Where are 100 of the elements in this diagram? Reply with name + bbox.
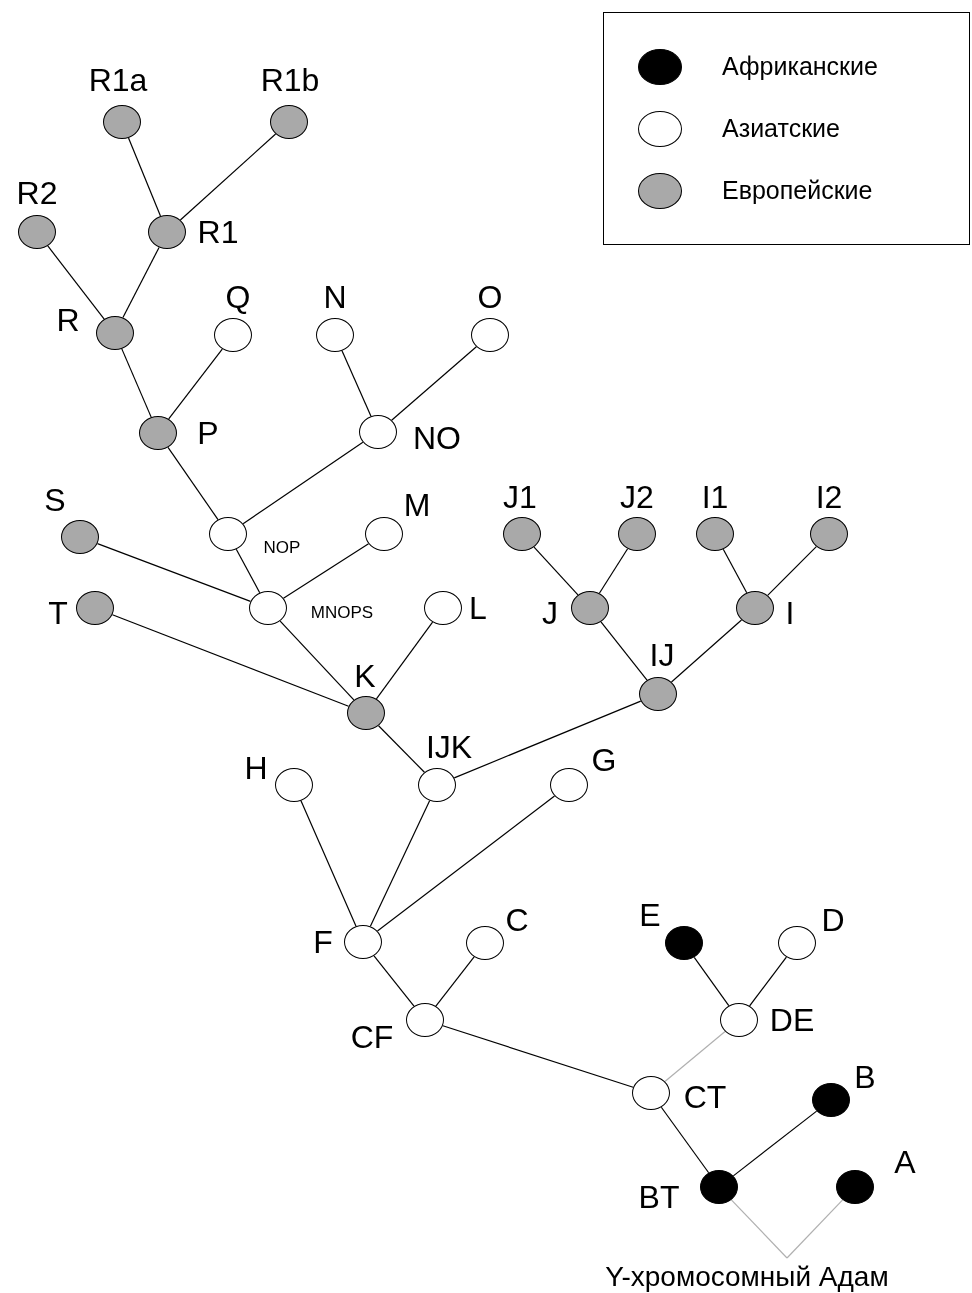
branch-line: [786, 1199, 844, 1259]
haplogroup-circle: [424, 591, 462, 625]
haplogroup-circle: [18, 215, 56, 249]
haplogroup-label: BT: [638, 1181, 680, 1213]
haplogroup-circle: [700, 1170, 738, 1204]
branch-line: [300, 800, 357, 927]
branch-line: [282, 543, 370, 599]
haplogroup-circle: [365, 517, 403, 551]
haplogroup-circle: [632, 1076, 670, 1110]
haplogroup-label: R1a: [88, 64, 148, 96]
haplogroup-circle: [344, 925, 382, 959]
haplogroup-label: N: [323, 281, 347, 313]
haplogroup-circle: [214, 318, 252, 352]
branch-line: [533, 546, 579, 596]
haplogroup-label: Q: [225, 281, 251, 313]
haplogroup-label: I1: [701, 481, 729, 513]
branch-line: [121, 348, 152, 418]
branch-line: [600, 621, 648, 681]
branch-line: [242, 441, 364, 525]
branch-line: [391, 346, 477, 421]
haplogroup-circle: [139, 416, 177, 450]
branch-line: [179, 133, 277, 221]
haplogroup-circle: [639, 677, 677, 711]
haplogroup-label: NO: [413, 422, 461, 454]
haplogroup-label: IJK: [425, 731, 473, 763]
branch-line: [279, 620, 355, 701]
branch-line: [369, 800, 431, 927]
branch-line: [341, 350, 372, 417]
haplogroup-label: R1b: [260, 64, 320, 96]
branch-line: [167, 446, 219, 521]
haplogroup-label: L: [469, 592, 487, 624]
haplogroup-circle: [418, 768, 456, 802]
haplogroup-label: K: [354, 660, 376, 692]
haplogroup-circle: [696, 517, 734, 551]
branch-line: [376, 795, 556, 932]
branch-line: [47, 245, 105, 320]
haplogroup-circle: [76, 591, 114, 625]
haplogroup-label: J2: [620, 481, 654, 513]
haplogroup-circle: [571, 591, 609, 625]
haplogroup-label: R1: [197, 216, 239, 248]
haplogroup-circle: [249, 591, 287, 625]
branch-line: [749, 956, 787, 1007]
branch-line: [442, 1025, 634, 1088]
haplogroup-label: CT: [683, 1081, 727, 1113]
haplogroup-circle: [359, 415, 397, 449]
haplogroup-label: G: [591, 744, 617, 776]
branch-line: [373, 955, 415, 1007]
branch-line: [660, 1106, 710, 1174]
haplogroup-label: MNOPS: [310, 603, 374, 621]
branch-line: [168, 348, 223, 420]
haplogroup-label: IJ: [649, 639, 675, 671]
haplogroup-label: T: [48, 597, 68, 629]
haplogroup-circle: [209, 517, 247, 551]
branch-line: [375, 621, 434, 700]
branch-line: [127, 137, 162, 217]
root-label: Y-хромосомный Адам: [605, 1262, 889, 1293]
haplogroup-label: J: [542, 597, 558, 629]
haplogroup-label: E: [639, 899, 661, 931]
haplogroup-circle: [665, 926, 703, 960]
haplogroup-label: R: [56, 304, 80, 336]
haplogroup-circle: [270, 105, 308, 139]
haplogroup-circle: [836, 1170, 874, 1204]
haplogroup-circle: [778, 926, 816, 960]
haplogroup-circle: [503, 517, 541, 551]
branch-line: [664, 1030, 726, 1083]
haplogroup-label: D: [821, 904, 845, 936]
haplogroup-circle: [550, 768, 588, 802]
haplogroup-circle: [148, 215, 186, 249]
branch-line: [722, 548, 748, 594]
branch-line: [377, 725, 426, 773]
haplogroup-circle: [810, 517, 848, 551]
haplogroup-label: B: [854, 1061, 876, 1093]
haplogroup-label: NOP: [263, 538, 301, 556]
branch-line: [453, 700, 642, 779]
haplogroup-circle: [61, 520, 99, 554]
haplogroup-circle: [347, 696, 385, 730]
branch-line: [670, 619, 743, 683]
haplogroup-circle: [720, 1003, 758, 1037]
haplogroup-label: C: [505, 904, 529, 936]
haplogroup-label: I: [785, 597, 795, 629]
haplogroup-circle: [812, 1083, 850, 1117]
haplogroup-circle: [103, 105, 141, 139]
legend-label: Азиатские: [722, 114, 840, 143]
haplogroup-label: S: [44, 484, 66, 516]
haplogroup-label: H: [244, 752, 268, 784]
branch-line: [235, 548, 261, 594]
haplogroup-label: A: [894, 1146, 916, 1178]
haplogroup-label: I2: [815, 481, 843, 513]
haplogroup-circle: [618, 517, 656, 551]
haplogroup-circle: [275, 768, 313, 802]
haplogroup-circle: [736, 591, 774, 625]
branch-line: [96, 543, 252, 602]
haplogroup-circle: [466, 926, 504, 960]
haplogroup-label: CF: [350, 1021, 394, 1053]
haplogroup-label: F: [313, 926, 333, 958]
haplogroup-circle: [96, 316, 134, 350]
haplogroup-label: J1: [503, 481, 537, 513]
haplogroup-circle: [316, 318, 354, 352]
haplogroup-circle: [406, 1003, 444, 1037]
branch-line: [435, 956, 475, 1007]
